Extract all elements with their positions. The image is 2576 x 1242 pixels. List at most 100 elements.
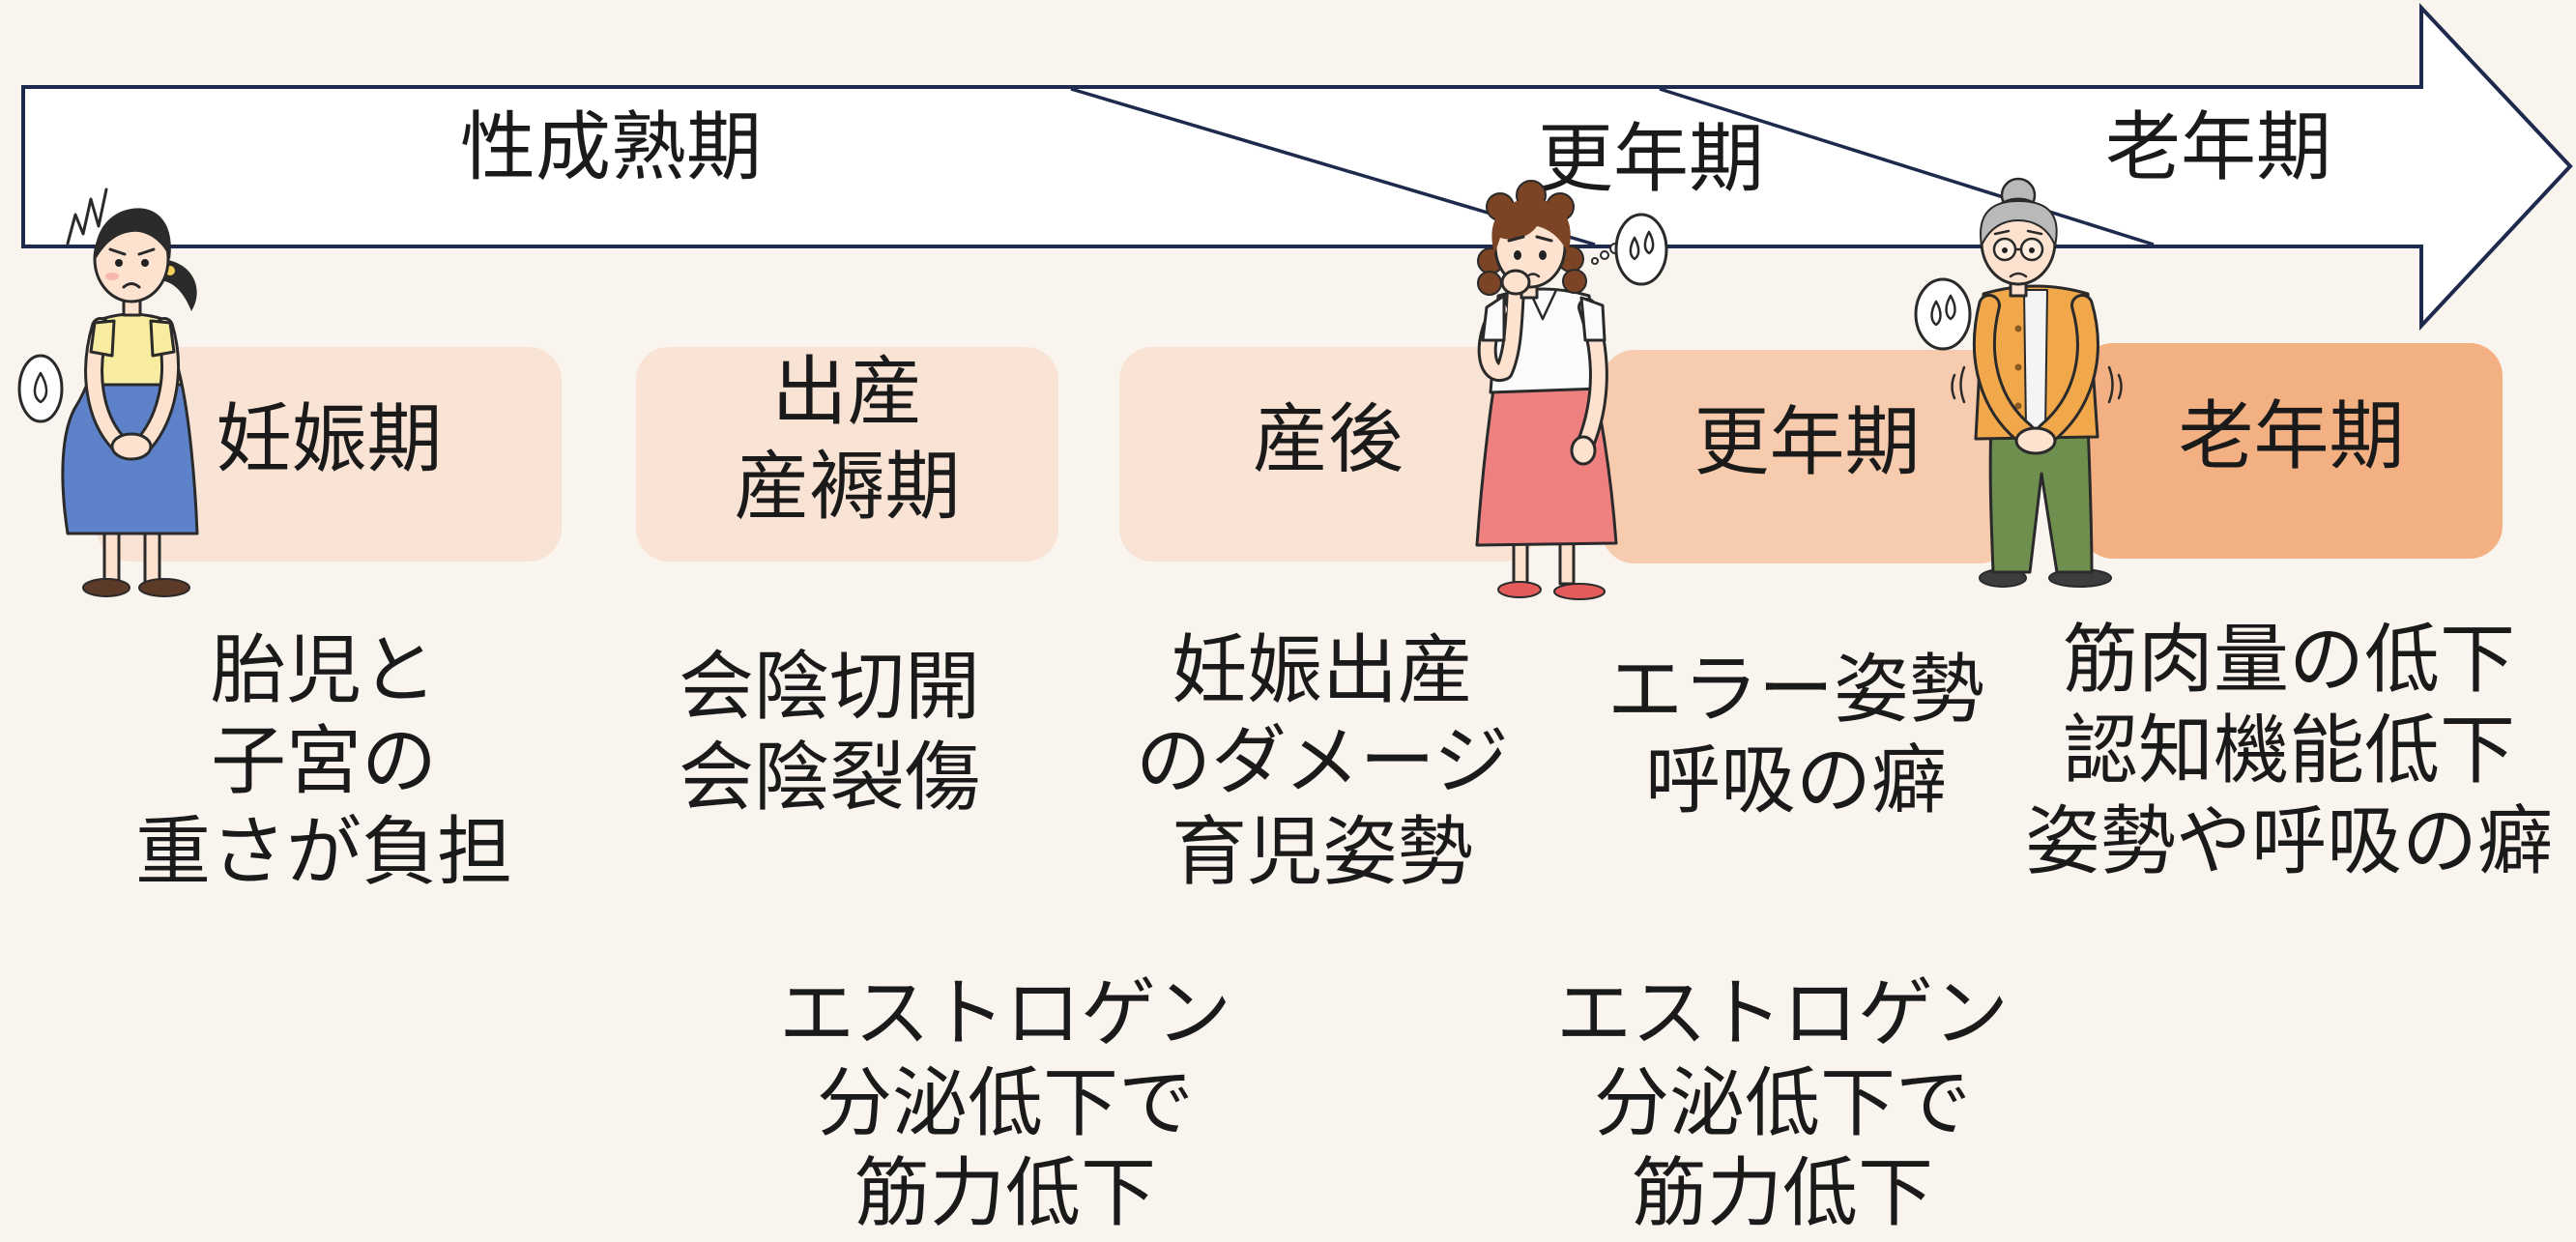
factor-line: 育児姿勢 [1171, 809, 1473, 896]
stress-mark-icon [66, 188, 108, 246]
hormone-note-line: エストロゲン [1555, 970, 2009, 1057]
stage-label-menopause: 更年期 [1537, 116, 1764, 203]
stage-label-old-age: 老年期 [2104, 104, 2331, 191]
inner-shirt [2023, 289, 2048, 430]
hair [94, 208, 171, 261]
head [93, 215, 170, 303]
eyebrow [2026, 229, 2043, 236]
button [2014, 363, 2022, 371]
blush [105, 273, 119, 280]
mouth [2009, 272, 2028, 278]
head [1980, 197, 2057, 286]
neck [1520, 278, 1539, 300]
hands [2014, 426, 2057, 455]
factor-line: 認知機能低下 [2062, 708, 2515, 794]
eyebrow [1535, 235, 1553, 243]
sleeve [89, 319, 116, 358]
factor-line: エラー姿勢 [1606, 647, 1984, 734]
factor-line: 子宮の [210, 718, 437, 805]
shoe [1497, 581, 1542, 598]
sweat-bubble-icon [1614, 213, 1668, 286]
period-label: 産褥期 [734, 444, 961, 531]
factor-line: 妊娠出産 [1171, 627, 1473, 714]
hormone-note-line: 筋力低下 [854, 1150, 1156, 1237]
shoe [1553, 583, 1606, 600]
eye [115, 259, 123, 267]
thought-dot [1600, 250, 1609, 260]
arm [1578, 301, 1606, 451]
hair-curl [1477, 247, 1504, 274]
period-box-childbirth: 出産 産褥期 [636, 347, 1058, 562]
sleeve [1579, 296, 1606, 342]
eyebrow [108, 247, 127, 256]
period-box-old-age: 老年期 [2080, 343, 2503, 559]
shoe [82, 578, 130, 597]
leg [1558, 537, 1576, 586]
period-box-postpartum: 産後 [1119, 347, 1537, 562]
period-label: 出産 [771, 349, 923, 436]
sleeve [1481, 294, 1506, 342]
factor-line: 姿勢や呼吸の癖 [2024, 798, 2553, 885]
sweat-drop-icon [1629, 236, 1640, 261]
factor-line: 会陰裂傷 [678, 735, 980, 822]
factor-text-childbirth: 会陰切開 会陰裂傷 [559, 642, 1100, 823]
factor-text-menopause: エラー姿勢 呼吸の癖 [1525, 645, 2067, 826]
hormone-note-line: 分泌低下で [1593, 1060, 1971, 1147]
blouse-collar [1527, 288, 1558, 321]
shoe [138, 578, 190, 597]
factor-text-old-age: 筋肉量の低下 認知機能低下 姿勢や呼吸の癖 [2018, 615, 2560, 887]
stage-label-sexual-maturity: 性成熟期 [459, 104, 762, 191]
factor-line: 筋肉量の低下 [2062, 617, 2515, 704]
neck [122, 292, 142, 317]
ponytail [160, 259, 197, 311]
shoe [1979, 568, 2027, 588]
sweat-drop-icon [33, 371, 48, 404]
hair-curl [1562, 269, 1587, 294]
head [1493, 204, 1567, 289]
sweat-drop-icon [1643, 230, 1655, 255]
sweat-bubble-icon [1914, 277, 1972, 351]
sweat-drop-icon [1945, 294, 1956, 321]
eye [141, 259, 149, 267]
button [2014, 402, 2022, 410]
period-box-pregnancy: 妊娠期 [97, 347, 562, 562]
eye [1539, 250, 1547, 260]
period-label: 妊娠期 [216, 396, 443, 483]
period-box-menopause: 更年期 [1602, 350, 2012, 563]
hormone-note-line: エストロゲン [778, 970, 1231, 1057]
hair [1980, 200, 2058, 246]
factor-text-pregnancy: 胎児と 子宮の 重さが負担 [53, 625, 594, 898]
factor-text-postpartum: 妊娠出産 のダメージ 育児姿勢 [1052, 625, 1593, 898]
eye [2029, 247, 2035, 253]
hormone-note: エストロゲン 分泌低下で 筋力低下 [1512, 969, 2053, 1239]
eyebrow [1507, 235, 1525, 243]
hand [1570, 435, 1597, 466]
period-label: 更年期 [1693, 398, 1921, 486]
hair-curl [1477, 271, 1502, 296]
eyebrow [1993, 229, 2011, 236]
sweat-drop-icon [1930, 300, 1942, 327]
neck [2009, 276, 2028, 298]
factor-line: のダメージ [1135, 718, 1510, 805]
shoe [2048, 568, 2112, 588]
eye [2002, 247, 2008, 253]
period-label: 産後 [1252, 396, 1404, 483]
mouth [1525, 273, 1541, 278]
hormone-note: エストロゲン 分泌低下で 筋力低下 [735, 969, 1276, 1239]
sweat-bubble-icon [17, 354, 64, 423]
hand [1500, 269, 1531, 296]
button [2014, 325, 2022, 332]
hormone-note-line: 筋力低下 [1631, 1150, 1933, 1237]
eye [1514, 250, 1521, 260]
hair-curl [1557, 246, 1584, 273]
factor-line: 呼吸の癖 [1644, 737, 1947, 824]
eyebrow [137, 247, 156, 256]
thought-dot [1609, 243, 1621, 254]
thought-dot [1591, 257, 1599, 265]
factor-line: 重さが負担 [134, 809, 512, 896]
arm-outline [1576, 298, 1608, 454]
glasses-lens [2019, 237, 2044, 262]
hair-tie [163, 264, 177, 277]
factor-line: 会陰切開 [678, 644, 980, 731]
